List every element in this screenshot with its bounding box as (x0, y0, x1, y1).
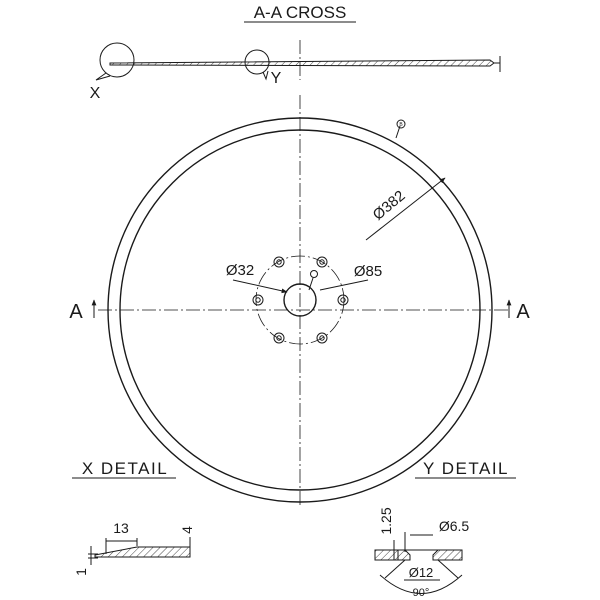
y-detail-label: Y DETAIL (423, 459, 509, 478)
dim-y-counterbore: Ø12 (409, 565, 434, 580)
roughness-mark: B (395, 119, 406, 139)
dim-x-thickness-top: 4 (179, 526, 195, 534)
x-detail-view: 13 4 1 (73, 520, 195, 576)
dim-y-angle: 90° (413, 587, 430, 599)
bore-marker (308, 270, 318, 291)
section-mark-right-label: A (516, 301, 530, 323)
dim-y-depth: 1.25 (378, 507, 394, 534)
dim-bore: Ø32 (226, 262, 254, 279)
callout-y-label: Y (271, 70, 282, 87)
dim-outer-diameter: Ø382 (370, 187, 409, 224)
callout-x-label: X (90, 85, 101, 102)
detail-callout-y: Y (244, 49, 282, 87)
disc-front-view: B Ø382 Ø85 Ø32 (98, 95, 508, 505)
y-detail-view: 1.25 Ø6.5 Ø12 90° (374, 507, 470, 599)
roughness-mark-label: B (399, 122, 403, 128)
bolt-holes (252, 256, 349, 344)
section-mark-left: A (69, 299, 97, 323)
dim-x-thickness-left: 1 (73, 568, 89, 576)
section-mark-right: A (506, 299, 530, 323)
dim-x-width: 13 (113, 520, 129, 536)
section-mark-left-label: A (69, 301, 83, 323)
cross-section-view (109, 40, 501, 80)
x-detail-label: X DETAIL (82, 459, 168, 478)
detail-callout-x: X (90, 42, 135, 102)
drawing-title: A-A CROSS (254, 3, 347, 22)
dim-y-hole: Ø6.5 (439, 518, 470, 534)
dim-hole-circle: Ø85 (354, 263, 382, 280)
